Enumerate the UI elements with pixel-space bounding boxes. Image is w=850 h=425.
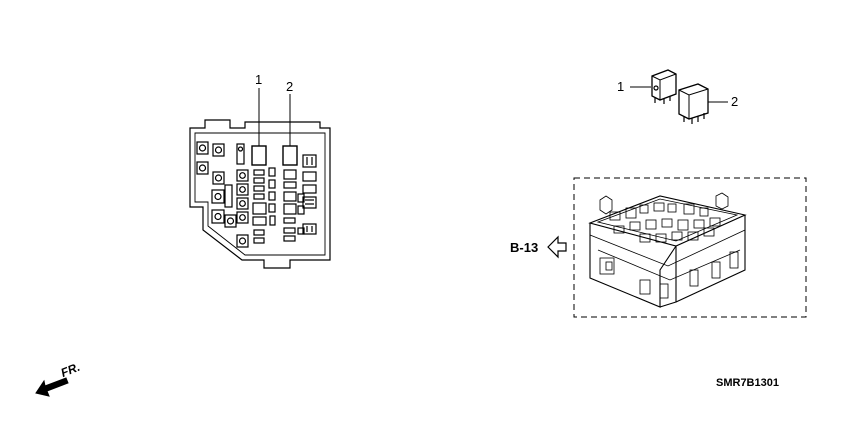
callout-left-2: 2 xyxy=(286,79,294,94)
section-reference-label: B-13 xyxy=(510,240,539,255)
diagram-code: SMR7B1301 xyxy=(716,377,779,389)
callout-right-2: 2 xyxy=(731,94,739,109)
assembly-outline xyxy=(573,177,807,318)
reference-arrow-icon xyxy=(547,235,567,259)
relay-box-assembly xyxy=(588,192,747,308)
relay-1-icon xyxy=(630,69,677,104)
callout-left-1: 1 xyxy=(255,72,263,87)
relay-2-icon xyxy=(678,83,728,124)
callout-right-1: 1 xyxy=(617,79,625,94)
front-direction-arrow-icon xyxy=(35,377,69,397)
relay-box-layout xyxy=(189,88,331,269)
